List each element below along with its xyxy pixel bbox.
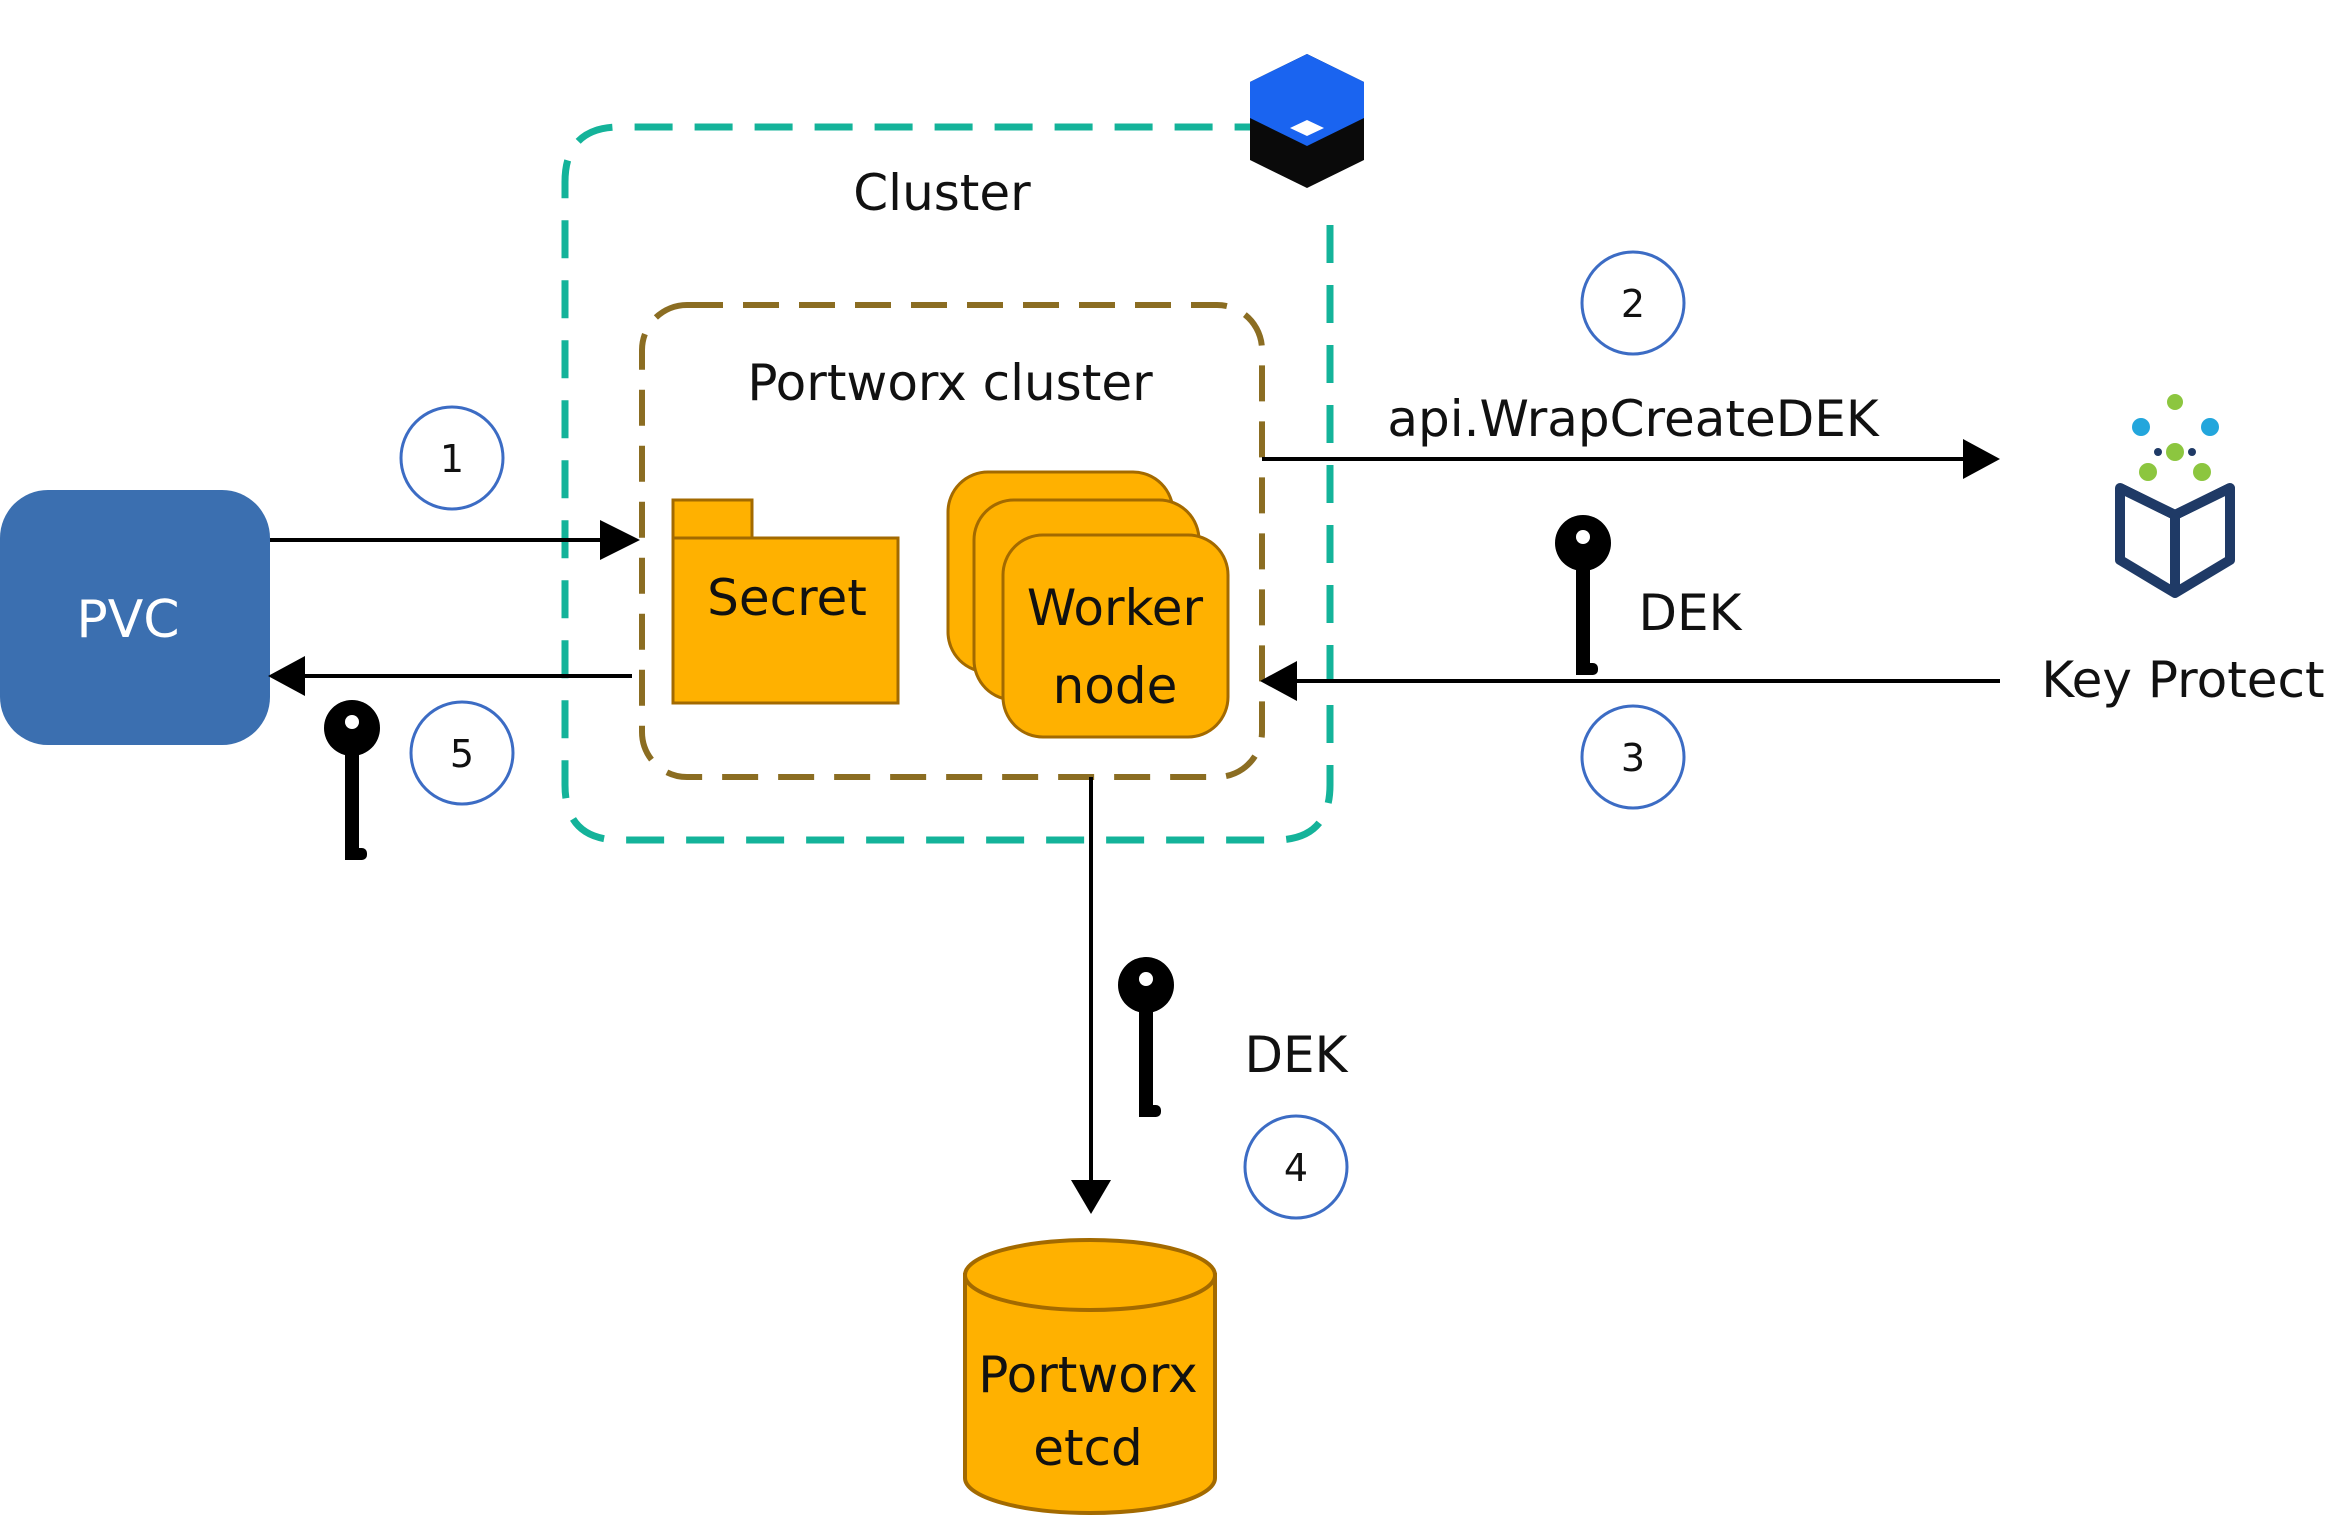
step-3-number: 3 xyxy=(1621,736,1645,780)
etcd-label-line2: etcd xyxy=(1033,1419,1143,1477)
etcd-label-line1: Portworx xyxy=(978,1346,1197,1404)
secret-folder: Secret xyxy=(671,498,900,705)
arrowhead-5 xyxy=(268,656,305,696)
step-3-badge: 3 xyxy=(1580,704,1686,810)
step-2-number: 2 xyxy=(1621,282,1645,326)
dek-label-bottom: DEK xyxy=(1245,1026,1349,1084)
pvc-box: PVC xyxy=(0,490,270,745)
portworx-cluster-label: Portworx cluster xyxy=(747,354,1153,412)
key-icon xyxy=(324,700,380,860)
key-icon xyxy=(1555,515,1611,675)
portworx-cluster-boundary xyxy=(639,302,1265,780)
key-protect-cube-icon xyxy=(2115,394,2235,598)
worker-node-label-line1: Worker xyxy=(1027,579,1204,637)
step-1-number: 1 xyxy=(440,437,464,481)
step-2-badge: 2 xyxy=(1580,250,1686,356)
arrowhead-1 xyxy=(600,520,640,560)
worker-node-stack: Worker node xyxy=(946,470,1230,739)
step-4-badge: 4 xyxy=(1243,1114,1349,1220)
step-5-number: 5 xyxy=(450,732,474,776)
portworx-etcd-cylinder: Portworx etcd xyxy=(963,1238,1217,1515)
ibm-cloud-kubernetes-logo xyxy=(1250,54,1364,188)
api-call-label: api.WrapCreateDEK xyxy=(1387,390,1880,448)
pvc-label: PVC xyxy=(76,590,179,650)
worker-node-label-line2: node xyxy=(1053,657,1178,715)
secret-label: Secret xyxy=(707,569,867,627)
dek-label-right: DEK xyxy=(1639,584,1743,642)
arrowhead-4 xyxy=(1071,1180,1111,1214)
step-1-badge: 1 xyxy=(399,405,505,511)
step-4-number: 4 xyxy=(1284,1146,1308,1190)
key-icon xyxy=(1118,957,1174,1117)
arrowhead-2 xyxy=(1963,439,2000,479)
key-protect-label: Key Protect xyxy=(2041,651,2324,709)
step-5-badge: 5 xyxy=(409,700,515,806)
cluster-boundary xyxy=(561,123,1334,844)
cluster-label: Cluster xyxy=(853,164,1031,222)
arrowhead-3 xyxy=(1260,661,1297,701)
